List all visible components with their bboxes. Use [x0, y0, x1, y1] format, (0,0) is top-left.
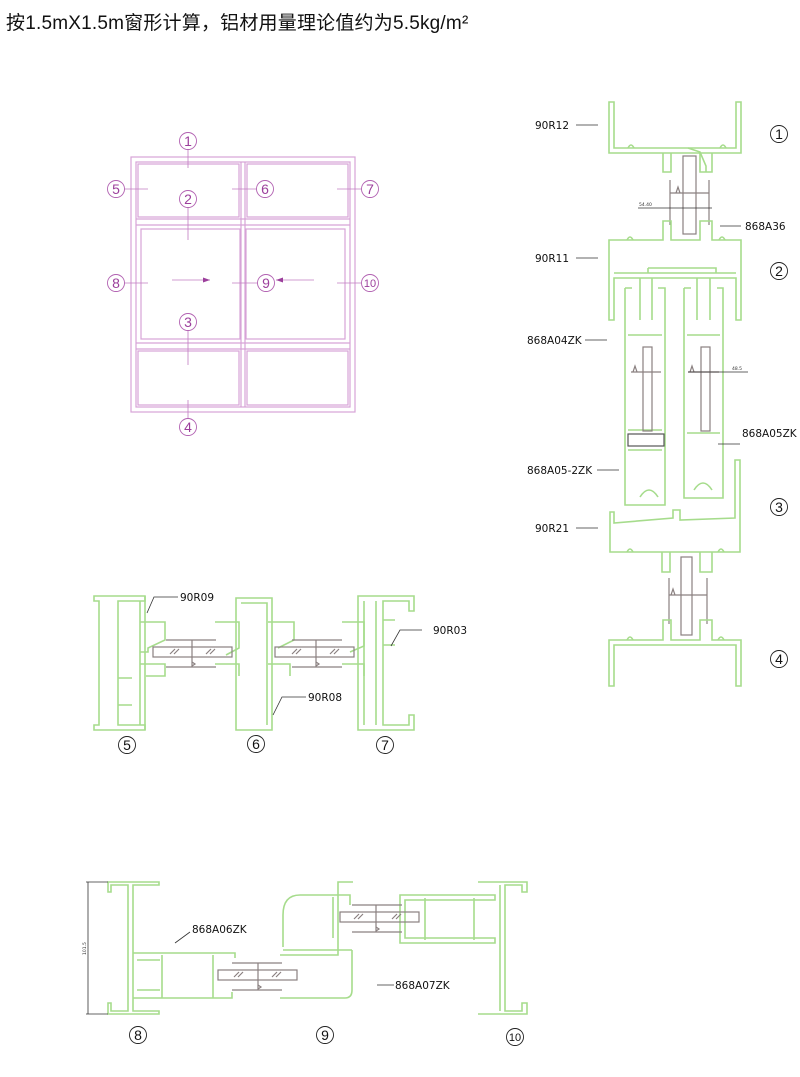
marker-9: 9 [257, 274, 275, 292]
label-868A07ZK: 868A07ZK [395, 980, 451, 992]
label-90R12: 90R12 [535, 120, 569, 132]
svg-text:5: 5 [112, 181, 120, 197]
svg-text:101.5: 101.5 [82, 942, 88, 955]
right-sash [245, 228, 346, 340]
outer-frame [130, 156, 356, 413]
window-elevation: 1 2 3 4 5 6 7 8 9 10 [107, 132, 379, 436]
svg-text:8: 8 [112, 275, 120, 291]
section-marker-9: ⑨9 [316, 1026, 334, 1044]
label-90R09: 90R09 [180, 592, 214, 604]
label-868A05ZK: 868A05ZK [742, 428, 798, 440]
svg-text:7: 7 [366, 181, 374, 197]
marker-7: 7 [361, 180, 379, 198]
svg-text:2: 2 [775, 263, 783, 279]
svg-text:9: 9 [321, 1027, 329, 1043]
label-868A06ZK: 868A06ZK [192, 924, 248, 936]
left-sash [140, 228, 241, 340]
svg-text:4: 4 [775, 651, 783, 667]
svg-text:54.40: 54.40 [639, 202, 652, 208]
marker-4: 4 [179, 418, 197, 436]
section-marker-1: ①1 [770, 125, 788, 143]
marker-8: 8 [107, 274, 125, 292]
label-90R03: 90R03 [433, 625, 467, 637]
label-868A04ZK: 868A04ZK [527, 335, 583, 347]
svg-text:6: 6 [261, 181, 269, 197]
section-marker-7: ⑦7 [376, 736, 394, 754]
label-868A36: 868A36 [745, 221, 786, 233]
horizontal-section-upper: 90R09 90R08 90R03 ⑤5 ⑥6 ⑦7 [93, 592, 467, 754]
section-marker-3: ③3 [770, 498, 788, 516]
svg-text:10: 10 [364, 278, 376, 290]
horizontal-section-lower: 101.5 868A06ZK 868A07ZK ⑧8 ⑨9 ⑩10 [82, 881, 528, 1046]
label-90R08: 90R08 [308, 692, 342, 704]
svg-text:2: 2 [184, 191, 192, 207]
svg-text:3: 3 [775, 499, 783, 515]
marker-1: 1 [179, 132, 197, 150]
svg-text:10: 10 [509, 1032, 521, 1044]
marker-3: 3 [179, 313, 197, 331]
section-marker-5: ⑤5 [118, 736, 136, 754]
svg-text:9: 9 [262, 275, 270, 291]
marker-6: 6 [256, 180, 274, 198]
section-marker-8: ⑧8 [129, 1026, 147, 1044]
svg-text:3: 3 [184, 314, 192, 330]
svg-text:5: 5 [123, 737, 131, 753]
vertical-section: 54.40 48.5 90R12 868A36 90R11 [527, 101, 798, 687]
label-868A05-2ZK: 868A05-2ZK [527, 465, 593, 477]
svg-text:1: 1 [184, 133, 192, 149]
section-marker-10: ⑩10 [506, 1028, 524, 1046]
marker-5: 5 [107, 180, 125, 198]
section-marker-4: ④4 [770, 650, 788, 668]
svg-text:6: 6 [252, 736, 260, 752]
svg-text:48.5: 48.5 [732, 366, 742, 372]
marker-2: 2 [179, 190, 197, 208]
label-90R11: 90R11 [535, 253, 569, 265]
svg-text:1: 1 [775, 126, 783, 142]
section-marker-2: ②2 [770, 262, 788, 280]
svg-text:7: 7 [381, 737, 389, 753]
svg-text:4: 4 [184, 419, 192, 435]
label-90R21: 90R21 [535, 523, 569, 535]
marker-10: 10 [361, 274, 379, 292]
section-marker-6: ⑥6 [247, 735, 265, 753]
svg-text:8: 8 [134, 1027, 142, 1043]
page-title: 按1.5mX1.5m窗形计算，铝材用量理论值约为5.5kg/m² [6, 13, 469, 34]
